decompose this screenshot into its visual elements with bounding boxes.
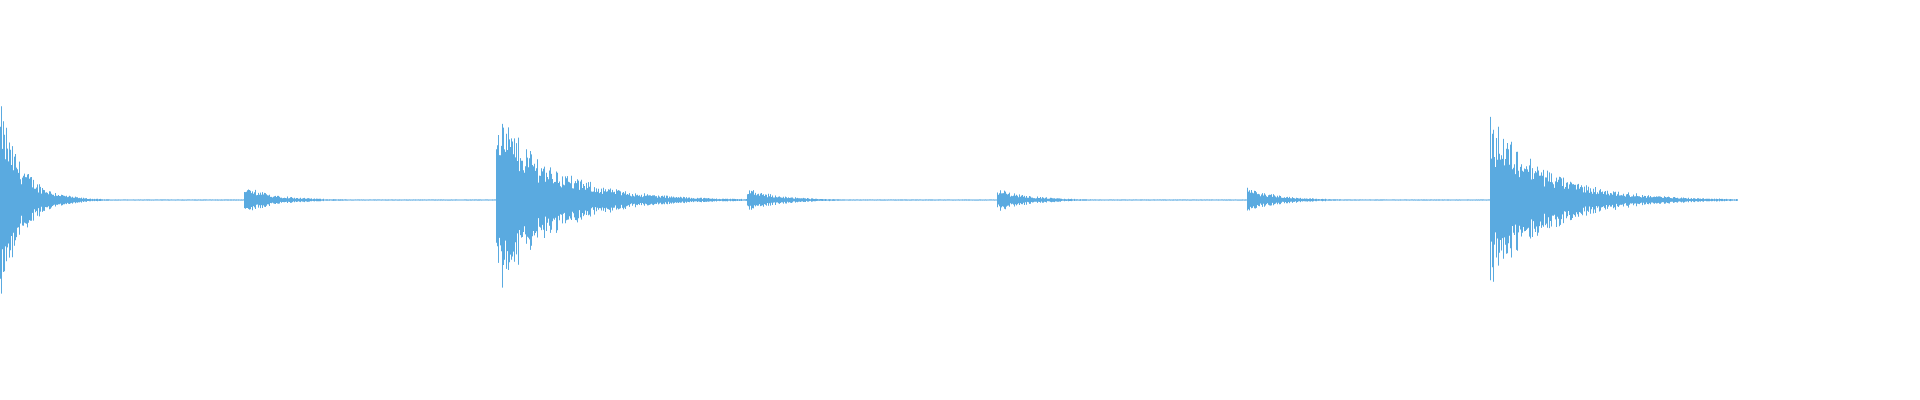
waveform-samples xyxy=(0,106,1738,294)
